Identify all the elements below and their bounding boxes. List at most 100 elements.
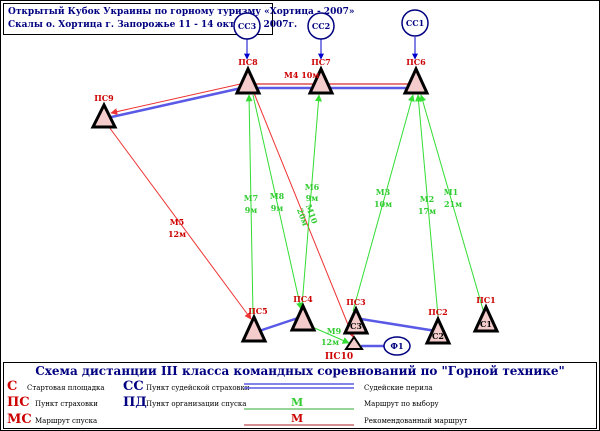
- route-m8-line: [252, 94, 304, 310]
- route-m8-length: 9м: [271, 203, 284, 213]
- ps4-label: ПС4: [293, 294, 313, 304]
- legend-text-start: Стартовая площадка: [27, 384, 105, 392]
- ps8-label: ПС8: [238, 57, 258, 67]
- route-m6-name: М6: [305, 182, 320, 192]
- legend-code-ss: СС: [123, 379, 144, 394]
- ps10-triangle: [344, 335, 364, 350]
- route-m3-line: [352, 94, 415, 312]
- legend-code-ps: ПС: [7, 395, 30, 410]
- ss2-circle: [307, 12, 335, 40]
- ps7-triangle: [307, 65, 335, 95]
- legend-title: Схема дистанции III класса командных сор…: [35, 364, 565, 378]
- route-m6-length: 9м: [306, 193, 319, 203]
- node-ps8: ПС8: [234, 57, 262, 95]
- route-m4-line: [110, 82, 246, 116]
- station-nodes: ПС8 ПС7 ПС6 ПС9 ПС5 ПС4: [90, 57, 500, 362]
- node-ps1: ПС1 С1: [472, 295, 500, 333]
- legend-recommended-sample: [244, 424, 354, 426]
- event-title-line1: Открытый Кубок Украины по горному туризм…: [8, 7, 355, 17]
- legend-text-pd: Пункт организации спуска: [146, 400, 247, 408]
- node-ps6: ПС6: [402, 57, 430, 95]
- legend-code-m-choice: М: [291, 396, 304, 409]
- ps2-triangle: [424, 315, 452, 345]
- finish-node: Ф1: [383, 336, 411, 356]
- legend-text-choice: Маршрут по выбору: [364, 400, 439, 408]
- legend-text-ss: Пункт судейской страховки: [146, 384, 250, 392]
- finish-label: Ф1: [390, 341, 403, 351]
- route-m1-length: 21м: [444, 199, 462, 209]
- node-ps5: ПС5: [240, 306, 268, 343]
- legend-code-ms: МС: [7, 412, 32, 427]
- legend-code-m-recommended: М: [291, 412, 304, 425]
- legend-code-pd: ПД: [123, 395, 147, 410]
- route-m7-line: [245, 94, 254, 315]
- node-ps2: ПС2 С2: [424, 307, 452, 345]
- ps6-label: ПС6: [406, 57, 426, 67]
- rail-ps9-ps8: [106, 85, 247, 120]
- ps8-triangle: [234, 65, 262, 95]
- legend-choice-sample: [244, 408, 354, 410]
- ps2-label: ПС2: [428, 307, 448, 317]
- c2-label: С2: [432, 331, 444, 341]
- c3-label: С3: [350, 321, 362, 331]
- event-title-box: Открытый Кубок Украины по горному туризм…: [3, 3, 355, 35]
- legend-panel: Схема дистанции III класса командных сор…: [3, 362, 597, 429]
- ps1-triangle: [472, 303, 500, 333]
- ss1-circle: [401, 9, 429, 37]
- ps7-label: ПС7: [311, 57, 331, 67]
- ps5-triangle: [240, 313, 268, 343]
- judge-rails: [106, 83, 437, 348]
- node-ps4: ПС4: [289, 294, 317, 332]
- ps9-triangle: [90, 101, 118, 129]
- route-m2-name: М2: [420, 194, 434, 204]
- ss1-label: СС1: [406, 18, 424, 28]
- route-m5-name: М5: [170, 217, 184, 227]
- legend-text-rails: Судейские перила: [364, 384, 433, 392]
- legend-text-ps: Пункт страховки: [35, 400, 98, 408]
- route-m9-length: 12м: [321, 337, 339, 347]
- node-ps10: ПС10: [325, 335, 364, 362]
- c1-label: С1: [480, 319, 492, 329]
- node-ps7: ПС7: [307, 57, 335, 95]
- node-ps9: ПС9: [90, 93, 118, 129]
- event-title-line2: Скалы о. Хортица г. Запорожье 11 - 14 ок…: [8, 20, 298, 30]
- legend-text-ms: Маршрут спуска: [35, 417, 98, 425]
- route-m8-name: М8: [270, 191, 285, 201]
- route-m4-label: М4 10м: [284, 70, 319, 80]
- rail-ps3-ps2: [360, 317, 437, 333]
- node-ps3: ПС3 С3: [342, 297, 370, 335]
- legend-rail-sample: [244, 383, 354, 389]
- legend-code-c: С: [7, 379, 18, 394]
- ps1-label: ПС1: [476, 295, 496, 305]
- ps10-label: ПС10: [325, 352, 353, 362]
- rail-ps5-ps4: [258, 315, 302, 333]
- ps9-label: ПС9: [94, 93, 114, 103]
- ss3-circle: [233, 12, 261, 40]
- legend-text-recommended: Рекомендованный маршрут: [364, 417, 468, 425]
- route-m10-line: [253, 92, 354, 338]
- ps6-triangle: [402, 65, 430, 95]
- route-labels: М4 10м М5 12м М1 21м М2 17м М3 10м М6 9м…: [168, 70, 462, 347]
- route-m6-line: [301, 94, 322, 307]
- route-m1-line: [419, 94, 485, 314]
- ss-nodes: СС3 СС2 СС1: [233, 9, 429, 60]
- route-m3-length: 10м: [374, 199, 392, 209]
- route-m3-name: М3: [376, 187, 391, 197]
- route-m5-line: [108, 126, 252, 320]
- route-m5-length: 12м: [168, 229, 186, 239]
- route-m1-name: М1: [444, 187, 458, 197]
- ps5-label: ПС5: [248, 306, 268, 316]
- ps3-triangle: [342, 305, 370, 335]
- ss3-label: СС3: [238, 21, 257, 31]
- finish-circle: [383, 336, 411, 356]
- route-m9-name: М9: [327, 326, 342, 336]
- red-routes: [108, 82, 354, 338]
- route-m7-name: М7: [244, 193, 258, 203]
- route-m2-length: 17м: [418, 206, 436, 216]
- ps4-triangle: [289, 302, 317, 332]
- ss2-label: СС2: [312, 21, 330, 31]
- green-routes: [245, 94, 485, 344]
- route-m2-line: [415, 94, 439, 317]
